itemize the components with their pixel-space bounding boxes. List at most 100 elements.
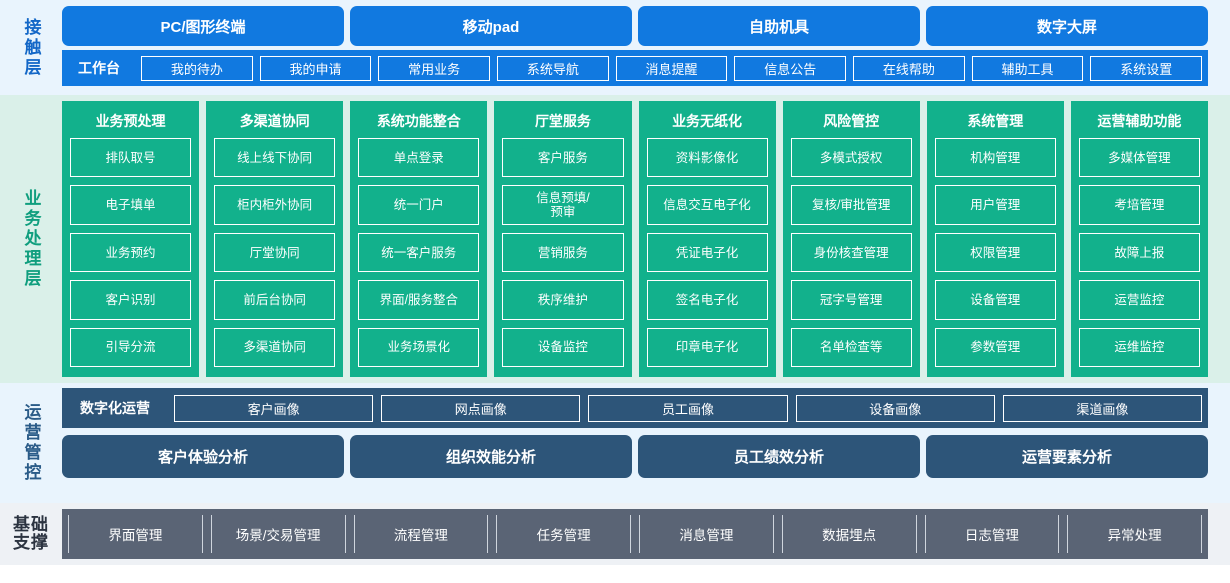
foundation-label-line2: 支撑: [13, 533, 49, 552]
foundation-chip-message-management[interactable]: 消息管理: [639, 515, 774, 553]
terminal-chip-pc[interactable]: PC/图形终端: [62, 6, 344, 46]
foundation-layer-content: 界面管理 场景/交易管理 流程管理 任务管理 消息管理 数据埋点 日志管理 异常…: [62, 509, 1208, 559]
business-chip[interactable]: 柜内柜外协同: [214, 185, 336, 225]
business-chip[interactable]: 多渠道协同: [214, 327, 336, 368]
terminal-chip-mobile-pad[interactable]: 移动pad: [350, 6, 632, 46]
business-chip[interactable]: 冠字号管理: [790, 280, 912, 320]
operation-layer-content: 数字化运营 客户画像 网点画像 员工画像 设备画像 渠道画像 客户体验分析 组织…: [62, 388, 1230, 498]
portrait-chip-customer[interactable]: 客户画像: [174, 394, 374, 422]
foundation-chip-log-management[interactable]: 日志管理: [924, 515, 1060, 553]
business-chip[interactable]: 印章电子化: [646, 327, 768, 368]
business-chip[interactable]: 单点登录: [358, 138, 480, 178]
workbench-item-my-application[interactable]: 我的申请: [259, 55, 372, 81]
workbench-item-online-help[interactable]: 在线帮助: [853, 55, 965, 81]
business-chip[interactable]: 参数管理: [934, 327, 1056, 368]
business-column-title: 运营辅助功能: [1097, 113, 1182, 129]
business-column-title: 厅堂服务: [534, 113, 591, 129]
business-chip[interactable]: 引导分流: [70, 327, 192, 368]
business-column-system-management: 系统管理 机构管理 用户管理 权限管理 设备管理 参数管理: [926, 101, 1064, 377]
business-chip[interactable]: 界面/服务整合: [358, 280, 480, 320]
contact-layer-band: 接触层 PC/图形终端 移动pad 自助机具 数字大屏 工作台 我的待办 我的申…: [0, 0, 1230, 95]
contact-layer-content: PC/图形终端 移动pad 自助机具 数字大屏 工作台 我的待办 我的申请 常用…: [62, 6, 1230, 89]
workbench-item-system-settings[interactable]: 系统设置: [1090, 55, 1203, 81]
analysis-chip-customer-experience[interactable]: 客户体验分析: [62, 435, 344, 478]
business-column-lobby-service: 厅堂服务 客户服务 信息预填/ 预审 营销服务 秩序维护 设备监控: [494, 101, 632, 377]
business-column-items: 资料影像化 信息交互电子化 凭证电子化 签名电子化 印章电子化: [646, 138, 768, 368]
business-chip[interactable]: 用户管理: [934, 185, 1056, 225]
business-chip[interactable]: 信息预填/ 预审: [502, 185, 624, 225]
foundation-chip-data-tracking[interactable]: 数据埋点: [781, 515, 917, 553]
portrait-chip-branch[interactable]: 网点画像: [381, 394, 581, 422]
business-columns: 业务预处理 排队取号 电子填单 业务预约 客户识别 引导分流 多渠道协同 线上线…: [62, 101, 1230, 377]
business-chip[interactable]: 信息交互电子化: [646, 185, 768, 225]
business-column-items: 客户服务 信息预填/ 预审 营销服务 秩序维护 设备监控: [502, 138, 624, 368]
business-chip[interactable]: 设备监控: [502, 327, 624, 368]
business-chip[interactable]: 资料影像化: [646, 138, 768, 178]
business-chip[interactable]: 机构管理: [934, 138, 1056, 178]
workbench-item-my-todo[interactable]: 我的待办: [141, 55, 253, 81]
business-chip[interactable]: 权限管理: [934, 232, 1056, 273]
business-chip[interactable]: 凭证电子化: [646, 232, 768, 273]
workbench-item-common-business[interactable]: 常用业务: [378, 55, 491, 81]
foundation-layer-band: 基础支撑 界面管理 场景/交易管理 流程管理 任务管理 消息管理 数据埋点 日志…: [0, 503, 1230, 565]
business-chip[interactable]: 运营监控: [1078, 280, 1200, 320]
analysis-chip-employee-performance[interactable]: 员工绩效分析: [638, 435, 920, 478]
foundation-layer-label-text: 基础支撑: [13, 516, 49, 552]
business-column-title: 业务无纸化: [672, 113, 743, 129]
workbench-item-system-nav[interactable]: 系统导航: [497, 55, 609, 81]
business-chip[interactable]: 统一客户服务: [358, 232, 480, 273]
business-chip[interactable]: 排队取号: [70, 138, 192, 178]
foundation-layer-label: 基础支撑: [0, 509, 62, 559]
workbench-item-message-alert[interactable]: 消息提醒: [615, 55, 728, 81]
business-chip[interactable]: 业务预约: [70, 232, 192, 273]
business-column-items: 线上线下协同 柜内柜外协同 厅堂协同 前后台协同 多渠道协同: [214, 138, 336, 368]
business-chip[interactable]: 复核/审批管理: [790, 185, 912, 225]
business-column-operation-aux: 运营辅助功能 多媒体管理 考培管理 故障上报 运营监控 运维监控: [1070, 101, 1208, 377]
terminal-chip-self-service[interactable]: 自助机具: [638, 6, 920, 46]
business-chip[interactable]: 设备管理: [934, 280, 1056, 320]
business-chip[interactable]: 运维监控: [1078, 327, 1200, 368]
business-chip[interactable]: 电子填单: [70, 185, 192, 225]
foundation-chip-exception-handling[interactable]: 异常处理: [1067, 515, 1202, 553]
business-chip[interactable]: 名单检查等: [790, 327, 912, 368]
business-layer-band: 业务处理层 业务预处理 排队取号 电子填单 业务预约 客户识别 引导分流 多渠道…: [0, 95, 1230, 383]
business-chip[interactable]: 线上线下协同: [214, 138, 336, 178]
business-column-title: 多渠道协同: [239, 113, 310, 129]
portrait-chip-channel[interactable]: 渠道画像: [1002, 394, 1203, 422]
portrait-chip-employee[interactable]: 员工画像: [588, 394, 788, 422]
business-chip[interactable]: 营销服务: [502, 232, 624, 273]
digital-operation-title: 数字化运营: [80, 400, 150, 416]
business-chip[interactable]: 多模式授权: [790, 138, 912, 178]
foundation-chip-ui-management[interactable]: 界面管理: [68, 515, 203, 553]
business-chip[interactable]: 秩序维护: [502, 280, 624, 320]
portrait-chip-device[interactable]: 设备画像: [795, 394, 995, 422]
workbench-item-aux-tools[interactable]: 辅助工具: [971, 55, 1084, 81]
analysis-chip-operation-factors[interactable]: 运营要素分析: [926, 435, 1208, 478]
business-chip[interactable]: 客户识别: [70, 280, 192, 320]
analysis-chip-org-efficiency[interactable]: 组织效能分析: [350, 435, 632, 478]
business-chip[interactable]: 身份核查管理: [790, 232, 912, 273]
business-column-items: 多媒体管理 考培管理 故障上报 运营监控 运维监控: [1078, 138, 1200, 368]
business-chip[interactable]: 考培管理: [1078, 185, 1200, 225]
foundation-chip-task-management[interactable]: 任务管理: [496, 515, 631, 553]
business-chip[interactable]: 签名电子化: [646, 280, 768, 320]
business-chip[interactable]: 统一门户: [358, 185, 480, 225]
business-chip[interactable]: 故障上报: [1078, 232, 1200, 273]
business-column-title: 风险管控: [823, 113, 880, 129]
business-chip[interactable]: 厅堂协同: [214, 232, 336, 273]
business-chip[interactable]: 客户服务: [502, 138, 624, 178]
business-chip[interactable]: 多媒体管理: [1078, 138, 1200, 178]
business-column-title: 系统功能整合: [376, 113, 461, 129]
business-column-pre-processing: 业务预处理 排队取号 电子填单 业务预约 客户识别 引导分流: [62, 101, 200, 377]
business-chip[interactable]: 业务场景化: [358, 327, 480, 368]
workbench-row: 工作台 我的待办 我的申请 常用业务 系统导航 消息提醒 信息公告 在线帮助 辅…: [62, 50, 1208, 86]
operation-layer-label: 运营管控: [0, 388, 62, 498]
foundation-chip-scene-transaction[interactable]: 场景/交易管理: [210, 515, 346, 553]
business-column-system-integration: 系统功能整合 单点登录 统一门户 统一客户服务 界面/服务整合 业务场景化: [350, 101, 488, 377]
foundation-chip-process-management[interactable]: 流程管理: [353, 515, 489, 553]
business-column-title: 业务预处理: [95, 113, 166, 129]
terminal-chip-digital-screen[interactable]: 数字大屏: [926, 6, 1208, 46]
workbench-item-info-bulletin[interactable]: 信息公告: [734, 55, 847, 81]
business-chip[interactable]: 前后台协同: [214, 280, 336, 320]
